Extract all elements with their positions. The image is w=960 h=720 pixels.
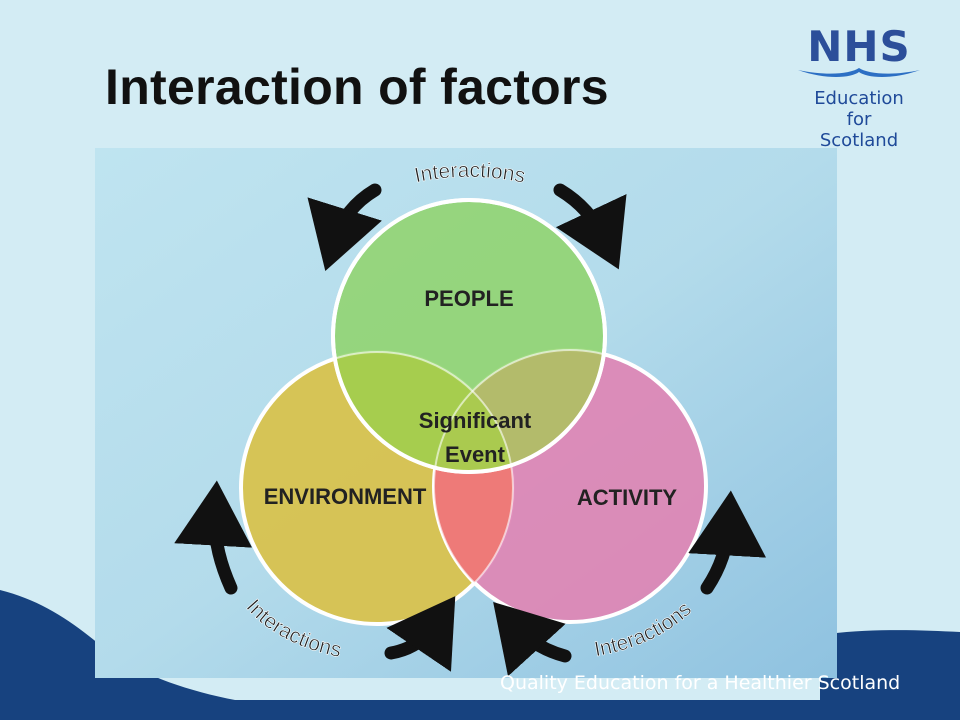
nhs-logo: NHS Education for Scotland	[794, 22, 924, 152]
arrow-bottom-center-right-icon	[493, 601, 572, 677]
label-activity: ACTIVITY	[577, 485, 678, 510]
arrow-right-up-icon	[688, 490, 767, 595]
arrow-top-right-icon	[553, 183, 627, 270]
overlap-people-activity	[434, 350, 605, 472]
logo-line-education: Education	[814, 88, 904, 109]
slide-title: Interaction of factors	[105, 59, 609, 115]
overlap-people-environment	[333, 352, 513, 472]
venn-diagram: PEOPLE ENVIRONMENT ACTIVITY Significant …	[95, 148, 837, 678]
logo-line-for: for	[846, 109, 872, 130]
label-people: PEOPLE	[424, 286, 513, 311]
footer-tagline: Quality Education for a Healthier Scotla…	[500, 672, 901, 694]
label-center-line2: Event	[445, 442, 506, 467]
logo-line-scotland: Scotland	[819, 130, 899, 151]
arrow-top-left-icon	[307, 183, 382, 272]
logo-swoosh-icon	[798, 68, 920, 77]
logo-brand: NHS	[807, 22, 911, 71]
label-center-line1: Significant	[419, 408, 532, 433]
arrow-left-up-icon	[174, 480, 253, 595]
arrow-bottom-center-left-icon	[384, 596, 456, 672]
label-environment: ENVIRONMENT	[264, 484, 427, 509]
